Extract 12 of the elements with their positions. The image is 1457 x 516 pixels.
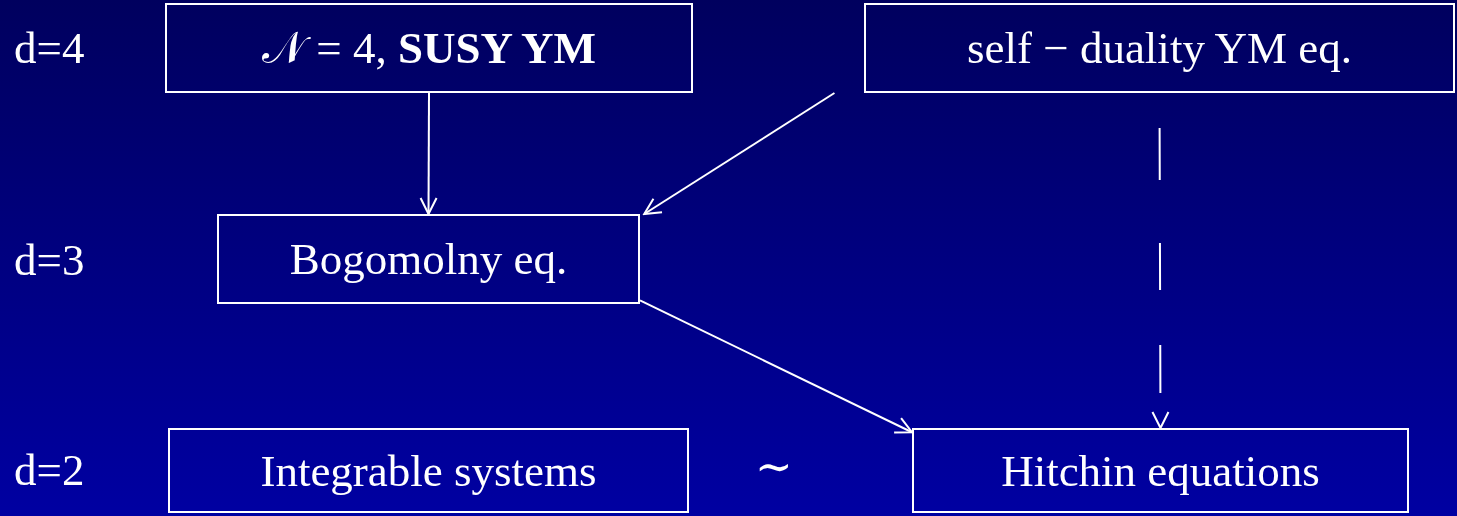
text-box: 𝒩 = 4, SUSY YM [165, 3, 693, 93]
arrow [643, 92, 836, 215]
text-box: Hitchin equations [912, 428, 1409, 513]
text-box: Integrable systems [168, 428, 689, 513]
dimension-label: d=2 [14, 444, 85, 496]
arrow [639, 299, 913, 434]
text-box: Bogomolny eq. [217, 214, 640, 304]
dimension-label: d=3 [14, 234, 85, 286]
dimension-label: d=4 [14, 22, 85, 74]
equivalence-sign: ∼ [755, 440, 793, 493]
arrow [419, 92, 438, 215]
text-box: self − duality YM eq. [864, 3, 1455, 93]
